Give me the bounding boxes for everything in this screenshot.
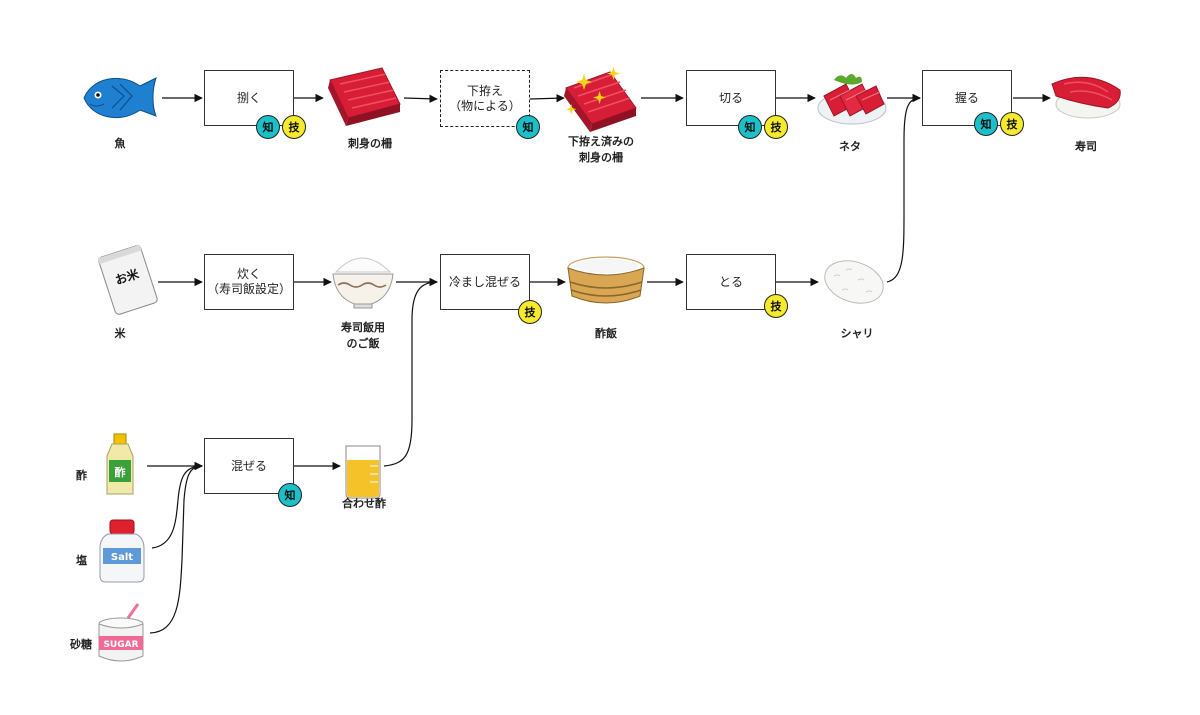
salt-shaker-icon: Salt bbox=[99, 519, 145, 583]
skill-badge: 技 bbox=[764, 294, 788, 318]
process-samashi-mazeru[interactable]: 冷まし混ぜる bbox=[440, 254, 530, 310]
label-sushi-rice: 寿司飯用 のご飯 bbox=[341, 321, 385, 350]
process-nigiru-label: 握る bbox=[954, 90, 979, 105]
rice-bowl-icon bbox=[332, 257, 394, 309]
process-nigiru[interactable]: 握る bbox=[922, 70, 1012, 126]
rice-bag-label: お米 bbox=[113, 266, 141, 288]
label-shari: シャリ bbox=[840, 327, 874, 340]
process-sabaku[interactable]: 捌く bbox=[204, 70, 294, 126]
process-kiru-label: 切る bbox=[718, 90, 743, 105]
arrow-salt-to-mazeru bbox=[151, 461, 203, 549]
process-mazeru-label: 混ぜる bbox=[230, 458, 267, 473]
arrow-sugar-to-mazeru bbox=[149, 461, 203, 634]
process-samashi-mazeru-label: 冷まし混ぜる bbox=[448, 274, 521, 289]
label-sumeshi: 酢飯 bbox=[595, 327, 617, 340]
skill-badge: 技 bbox=[1000, 112, 1024, 136]
process-kiru[interactable]: 切る bbox=[686, 70, 776, 126]
tuna-block-icon bbox=[328, 67, 401, 126]
vinegar-bottle-icon: 酢 bbox=[106, 433, 134, 495]
arrow-saku-to-shitagoshirae bbox=[403, 94, 438, 103]
knowledge-badge: 知 bbox=[278, 483, 302, 507]
label-sushi: 寿司 bbox=[1075, 140, 1097, 153]
arrow-shitagoshirae-to-saku2 bbox=[529, 94, 565, 103]
skill-badge: 技 bbox=[764, 115, 788, 139]
sashimi-plate-icon bbox=[817, 74, 887, 125]
sugar-pot-label: SUGAR bbox=[103, 640, 138, 650]
label-sugar: 砂糖 bbox=[70, 638, 92, 651]
nigiri-sushi-icon bbox=[1051, 76, 1121, 119]
vinegar-bottle-label: 酢 bbox=[115, 465, 126, 479]
process-toru-label: とる bbox=[718, 274, 743, 289]
skill-badge: 技 bbox=[518, 300, 542, 324]
knowledge-badge: 知 bbox=[516, 115, 540, 139]
label-saku-prepped: 下拵え済みの 刺身の柵 bbox=[568, 135, 634, 164]
knowledge-badge: 知 bbox=[256, 115, 280, 139]
process-sabaku-label: 捌く bbox=[236, 90, 261, 105]
measuring-cup-icon bbox=[345, 445, 381, 499]
process-toru[interactable]: とる bbox=[686, 254, 776, 310]
shari-icon bbox=[824, 260, 884, 304]
process-mazeru[interactable]: 混ぜる bbox=[204, 438, 294, 494]
label-awasezu: 合わせ酢 bbox=[342, 497, 386, 510]
salt-shaker-label: Salt bbox=[111, 552, 133, 563]
arrow-shari-to-nigiru bbox=[886, 93, 921, 283]
tuna-block-prepared-icon bbox=[564, 67, 637, 132]
process-shitagoshirae-label: 下拵え （物による） bbox=[449, 83, 521, 113]
label-saku: 刺身の柵 bbox=[348, 137, 392, 150]
process-shitagoshirae[interactable]: 下拵え （物による） bbox=[440, 70, 530, 127]
fish-icon bbox=[83, 77, 157, 119]
label-fish: 魚 bbox=[114, 137, 126, 150]
knowledge-badge: 知 bbox=[974, 112, 998, 136]
skill-badge: 技 bbox=[282, 115, 306, 139]
label-rice: 米 bbox=[114, 327, 126, 340]
sugar-pot-icon: SUGAR bbox=[98, 603, 144, 662]
label-neta: ネタ bbox=[839, 140, 861, 153]
label-vinegar: 酢 bbox=[76, 469, 87, 482]
rice-tub-icon bbox=[567, 256, 645, 304]
process-taku[interactable]: 炊く （寿司飯設定） bbox=[204, 254, 294, 310]
process-taku-label: 炊く （寿司飯設定） bbox=[206, 267, 291, 296]
knowledge-badge: 知 bbox=[738, 115, 762, 139]
rice-bag-icon: お米 bbox=[97, 244, 158, 315]
arrow-awasezu-to-samashi bbox=[383, 277, 438, 467]
label-salt: 塩 bbox=[76, 554, 87, 567]
